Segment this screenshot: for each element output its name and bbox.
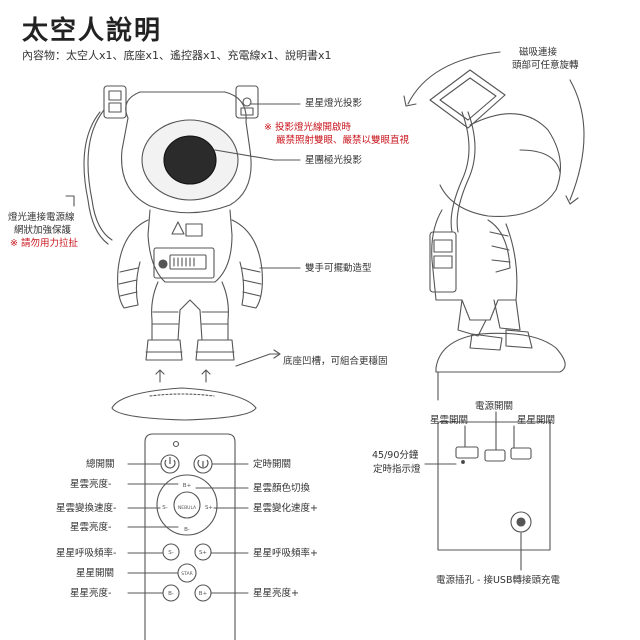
btn-star-s-plus: S+ (199, 550, 207, 556)
front-leader-lines (65, 103, 301, 367)
power-icon (164, 459, 176, 469)
label-cable-2: 網狀加強保護 (14, 225, 72, 236)
btn-star-s-minus: S- (168, 550, 173, 556)
label-magnet-1: 磁吸連接 (519, 47, 558, 58)
remote-illustration (127, 433, 249, 640)
remote-label-star-bright-plus: 星星亮度+ (253, 588, 299, 599)
label-star-light: 星星燈光投影 (305, 98, 363, 109)
remote-label-nebula-speed-minus: 星雲變換速度- (56, 503, 117, 514)
btn-star-b-plus: B+ (199, 591, 208, 597)
remote-label-star-breath-plus: 星星呼吸頻率+ (253, 548, 318, 559)
label-nebula: 星團極光投影 (305, 155, 363, 166)
remote-label-nebula-color: 星雲顏色切換 (253, 483, 311, 494)
back-panel-illustration (424, 371, 551, 571)
label-arms: 雙手可擺動造型 (305, 263, 372, 274)
btn-s-minus: S- (162, 505, 167, 511)
btn-star-b-minus: B- (168, 591, 174, 597)
btn-star: STAR (181, 571, 192, 577)
label-timer-2: 定時指示燈 (373, 464, 421, 475)
side-astronaut-illustration (403, 51, 585, 373)
btn-s-plus: S+ (205, 505, 213, 511)
page-title: 太空人說明 (22, 16, 163, 46)
label-port: 電源插孔 - 接USB轉接頭充電 (436, 575, 560, 586)
remote-label-main-power: 總開關 (86, 459, 115, 470)
label-timer-1: 45/90分鐘 (372, 450, 419, 461)
contents-list: 內容物：太空人x1、底座x1、遙控器x1、充電線x1、說明書x1 (22, 49, 332, 62)
label-cable-1: 燈光連接電源線 (8, 212, 75, 223)
remote-label-nebula-bright-minus-2: 星雲亮度- (70, 522, 112, 533)
btn-b-minus: B- (184, 527, 190, 533)
label-power-switch: 電源開關 (475, 401, 514, 412)
remote-label-nebula-speed-plus: 星雲變化速度+ (253, 503, 318, 514)
remote-label-star-breath-minus: 星星呼吸頻率- (56, 548, 117, 559)
label-magnet-2: 頭部可任意旋轉 (512, 60, 579, 71)
btn-b-plus: B+ (183, 483, 192, 489)
remote-label-timer: 定時開關 (253, 459, 292, 470)
label-star-switch: 星星開關 (517, 415, 556, 426)
remote-label-star-bright-minus: 星星亮度- (70, 588, 112, 599)
label-cable-3: ※ 請勿用力拉扯 (10, 238, 78, 249)
front-astronaut-illustration (83, 85, 263, 421)
timer-icon (197, 459, 209, 469)
btn-nebula: NEBULA (178, 505, 197, 511)
label-base: 底座凹槽，可組合更穩固 (283, 356, 388, 367)
label-warning-1: ※ 投影燈光線開啟時 (264, 122, 351, 133)
remote-label-star-switch: 星星開關 (76, 568, 115, 579)
label-warning-2: 嚴禁照射雙眼、嚴禁以雙眼直視 (276, 135, 410, 146)
remote-label-nebula-bright-minus: 星雲亮度- (70, 479, 112, 490)
label-nebula-switch: 星雲開關 (430, 415, 469, 426)
